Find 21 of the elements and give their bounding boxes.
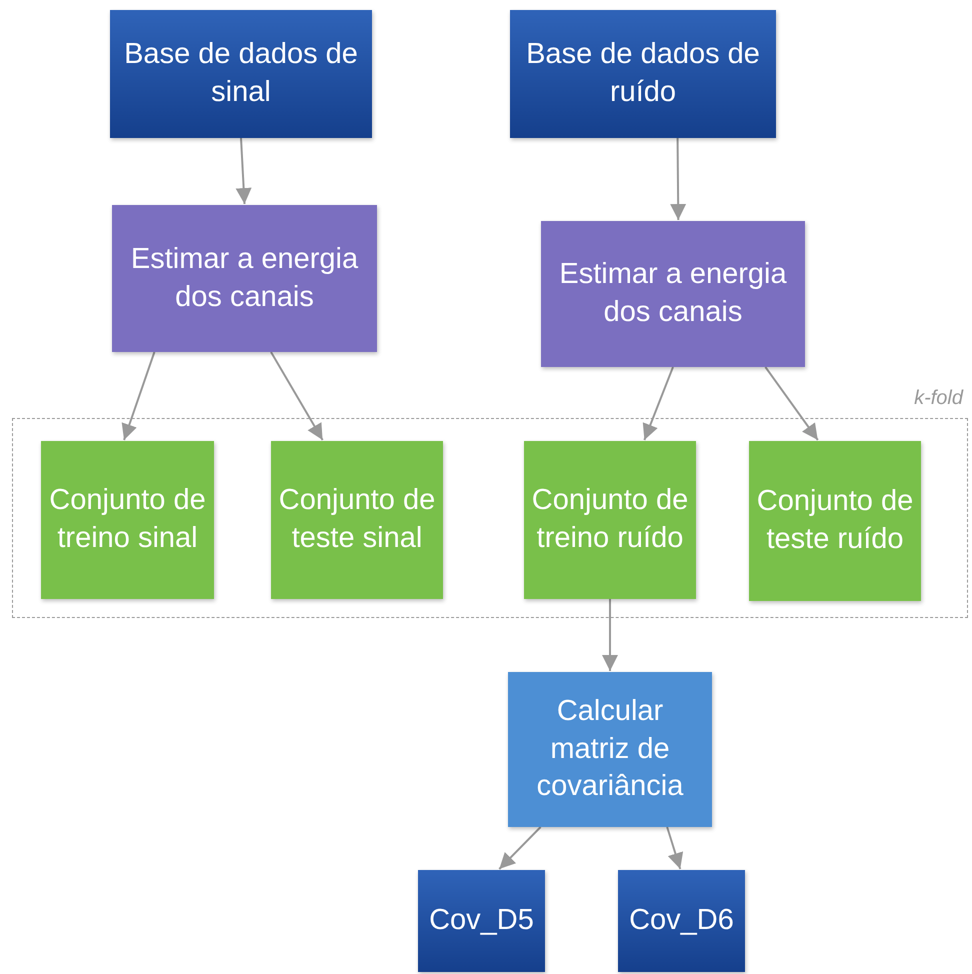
process-box: Cov_D6 xyxy=(618,870,745,972)
arrow xyxy=(666,826,684,870)
arrow xyxy=(642,366,674,440)
process-box: Conjunto de teste ruído xyxy=(749,441,921,601)
arrow xyxy=(236,138,252,204)
process-box: Calcular matriz de covariância xyxy=(508,672,712,827)
group-label: k-fold xyxy=(914,386,963,411)
process-box: Estimar a energia dos canais xyxy=(112,205,377,352)
process-box: Cov_D5 xyxy=(418,870,545,972)
process-box: Estimar a energia dos canais xyxy=(541,221,805,367)
arrow xyxy=(764,366,819,441)
arrow xyxy=(270,352,324,440)
process-box: Base de dados de ruído xyxy=(510,10,776,138)
process-box: Conjunto de teste sinal xyxy=(271,441,443,599)
process-box: Conjunto de treino ruído xyxy=(524,441,696,599)
process-box: Base de dados de sinal xyxy=(110,10,372,138)
process-box: Conjunto de treino sinal xyxy=(41,441,214,599)
arrow xyxy=(122,352,156,440)
arrow xyxy=(670,138,686,220)
arrow xyxy=(602,599,618,671)
arrow xyxy=(498,826,542,870)
